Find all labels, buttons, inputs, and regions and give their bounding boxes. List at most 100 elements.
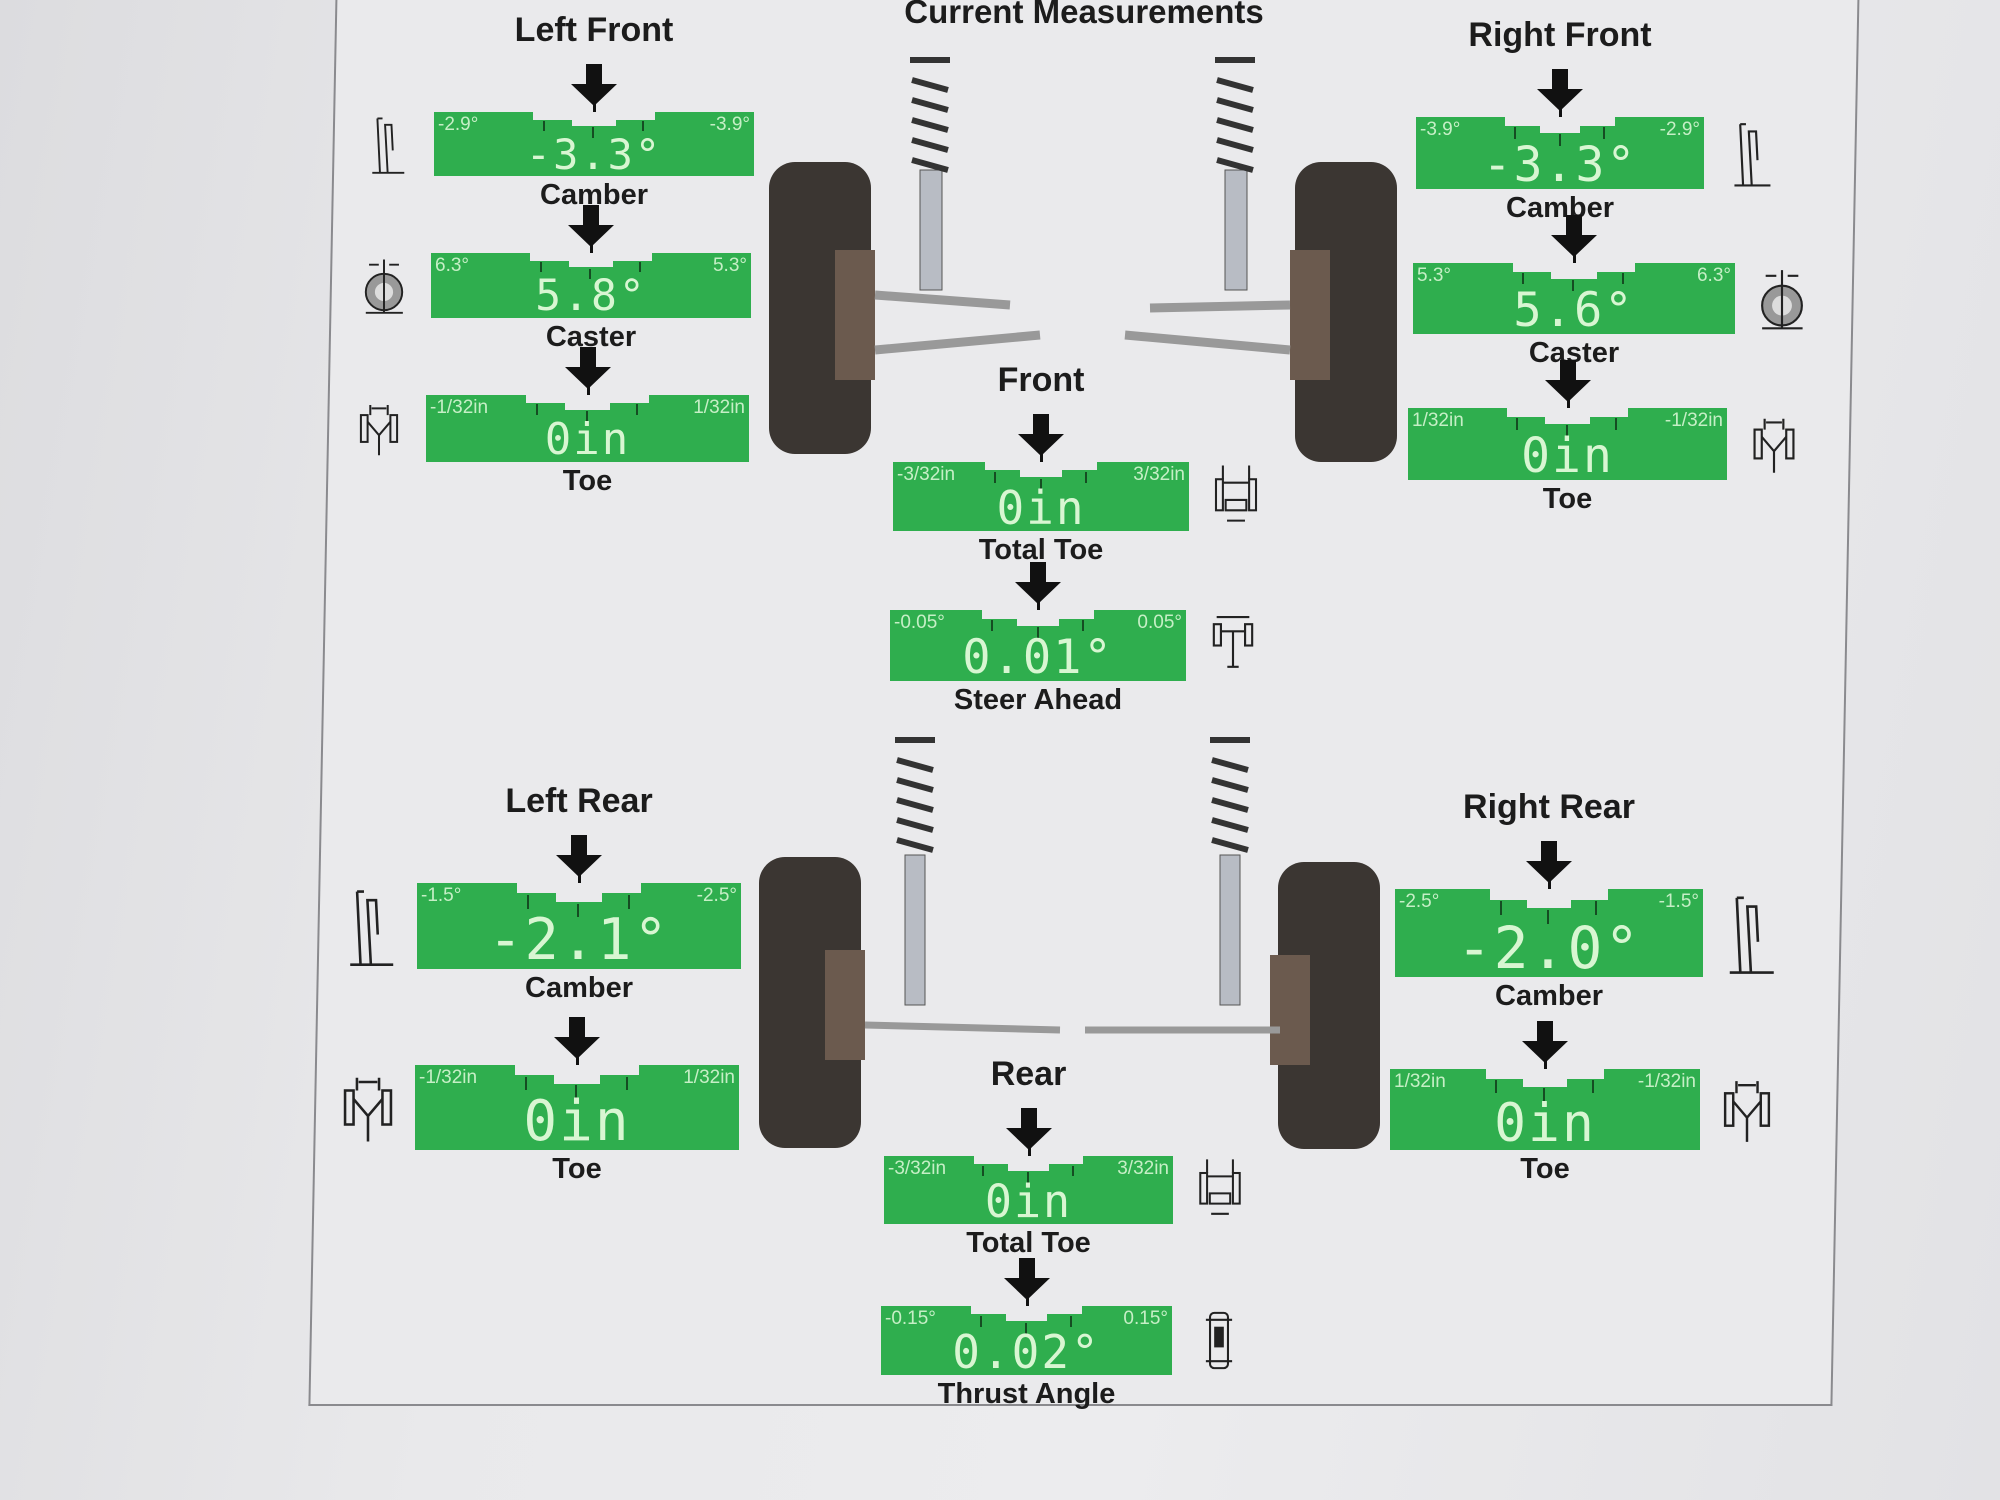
down-arrow-icon [1015,562,1061,614]
page-title: Current Measurements [904,0,1264,30]
max-limit: 0.05° [1137,612,1182,633]
tolerance-tick-max [1071,1165,1074,1177]
tolerance-tick-max [1085,471,1088,483]
max-limit: 1/32in [693,397,745,418]
tolerance-tick-min [1522,272,1525,285]
max-limit: -1.5° [1658,891,1699,912]
tolerance-tick-max [1595,901,1598,916]
measured-value: -3.3° [1482,137,1638,193]
center-tick [1025,1322,1028,1334]
down-arrow-icon [1522,1021,1568,1073]
rear-total-toe-heading: Rear [990,1055,1067,1093]
tolerance-tick-min [1495,1080,1498,1094]
tolerance-tick-max [627,895,630,909]
min-limit: -0.05° [894,612,945,633]
gauge-notch-center [1527,889,1571,909]
down-arrow-icon [1005,1108,1052,1160]
steer-ahead-icon [1212,616,1254,668]
tolerance-tick-max [1082,619,1085,632]
center-tick [1543,1088,1546,1102]
caster-icon [1761,270,1803,330]
max-limit: -1/32in [1664,410,1723,431]
lr-camber-label: Camber [525,972,633,1004]
center-tick [577,903,580,918]
gauge-notch-center [564,395,611,410]
rf-camber-heading: Right Front [1468,16,1652,54]
max-limit: 0.15° [1123,1308,1168,1329]
center-tick [585,411,588,422]
gauge-notch-center [1545,408,1590,424]
tolerance-tick-min [993,471,996,483]
down-arrow-icon [564,347,611,399]
rr-camber-heading: Right Rear [1463,788,1635,826]
toe-icon [1753,418,1795,473]
down-arrow-icon [556,835,602,887]
gauge-notch-center [1017,610,1059,626]
lf-camber-gauge: Left Front-2.9°-3.9°-3.3°Camber [372,11,754,211]
rear-left-strut [864,737,1061,1034]
thrust-angle-label: Thrust Angle [937,1378,1116,1410]
steer-ahead-label: Steer Ahead [953,684,1123,716]
down-arrow-icon [1526,841,1572,893]
max-limit: -1/32in [1637,1071,1696,1092]
center-tick [1558,134,1561,146]
rr-toe-label: Toe [1520,1153,1570,1185]
thrust-angle-gauge: -0.15° 0.15° 0.02°Thrust Angle [881,1258,1233,1410]
down-arrow-icon [554,1017,600,1069]
max-limit: 6.3° [1696,265,1731,286]
min-limit: 5.3° [1417,265,1452,286]
rf-caster-gauge: 5.3°6.3°5.6°Caster [1413,215,1803,369]
front-total-toe-label: Total Toe [978,534,1104,566]
caster-icon [364,259,404,314]
gauge-notch-center [1523,1069,1567,1087]
gauge-notch-center [1006,1306,1047,1322]
front-right-wheel [1290,162,1397,462]
min-limit: -1.5° [421,885,462,906]
front-right-strut [1124,57,1291,355]
tolerance-tick-min [525,1076,528,1091]
gauge-notch-center [1020,462,1062,478]
total-toe-icon [1199,1159,1241,1215]
min-limit: 6.3° [435,255,470,276]
tolerance-tick-max [639,262,641,273]
lr-camber-heading: Left Rear [505,782,653,820]
lf-camber-heading: Left Front [514,11,674,49]
tolerance-tick-max [1591,1080,1594,1094]
tolerance-tick-min [990,619,993,632]
tolerance-tick-min [1513,127,1516,139]
tolerance-tick-max [1622,272,1625,285]
rear-suspension-illustration [759,737,1380,1149]
measured-value: 0in [544,414,631,465]
thrust-angle-icon [1205,1311,1233,1370]
measured-value: 0.02° [952,1325,1101,1379]
max-limit: 1/32in [683,1067,735,1088]
down-arrow-icon [571,64,617,116]
lf-caster-gauge: 6.3°5.3°5.8°Caster [364,205,751,353]
center-tick [592,127,595,138]
min-limit: -0.15° [885,1308,936,1329]
gauge-notch-center [571,112,617,127]
tolerance-tick-min [539,262,542,273]
min-limit: 1/32in [1412,410,1464,431]
down-arrow-icon [1551,215,1597,267]
min-limit: -3/32in [888,1158,947,1179]
front-suspension-illustration [769,57,1397,462]
rear-right-wheel [1270,862,1380,1149]
gauge-notch-center [554,1065,600,1084]
camber-icon [350,890,394,966]
camber-icon [1734,123,1771,187]
tolerance-tick-min [1516,418,1519,430]
camber-icon [372,117,405,174]
measured-value: 0in [996,481,1086,535]
max-limit: 3/32in [1117,1158,1169,1179]
tolerance-tick-max [635,404,638,416]
down-arrow-icon [1544,360,1591,412]
measured-value: 0in [1494,1093,1596,1154]
down-arrow-icon [568,205,614,257]
tolerance-tick-max [1603,127,1606,139]
gauge-notch-center [556,883,602,902]
center-tick [1547,910,1550,925]
